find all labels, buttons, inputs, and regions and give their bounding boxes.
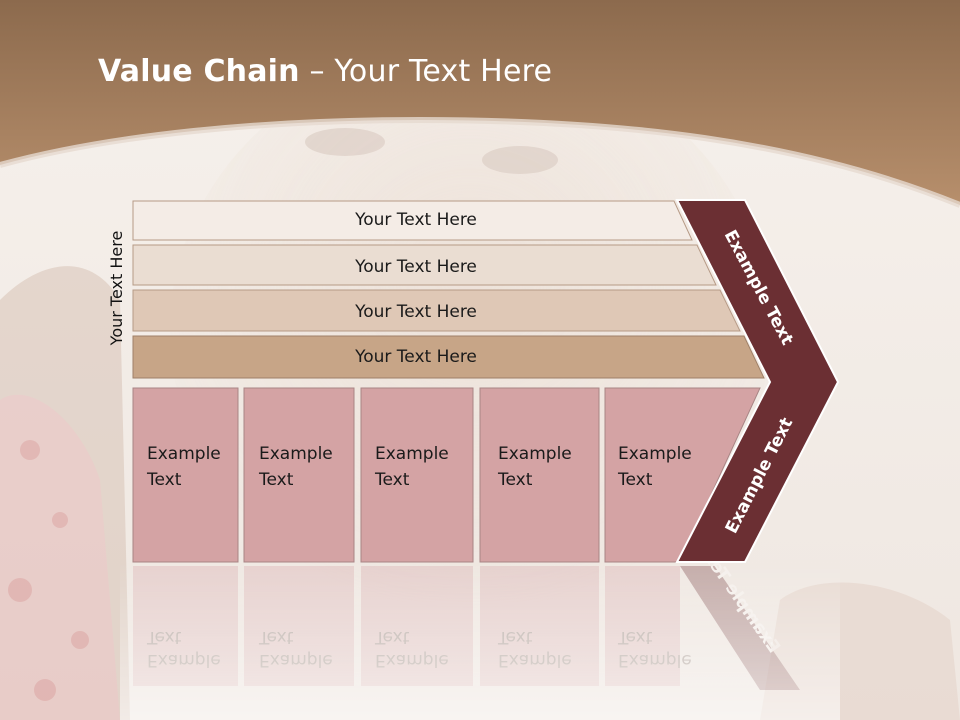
- reflection-fade: [120, 560, 840, 720]
- box-3: [360, 387, 474, 563]
- row-bar-2: [132, 244, 717, 286]
- chevron-arrow: [675, 199, 840, 563]
- box-5-line2: Text: [617, 470, 653, 490]
- row-bar-3: [132, 289, 741, 332]
- box-2-line1: Example: [259, 444, 333, 464]
- rows: Your Text Here Your Text Here Your Text …: [132, 200, 765, 379]
- page-title: Value Chain – Your Text Here: [98, 54, 552, 89]
- box-1-line2: Text: [146, 470, 182, 490]
- box-1-line1: Example: [147, 444, 221, 464]
- boxes: Example Text Example Text Example Text E…: [132, 387, 761, 563]
- box-2: [243, 387, 355, 563]
- side-label: Your Text Here: [107, 231, 126, 347]
- box-2-line2: Text: [258, 470, 294, 490]
- box-4-line1: Example: [498, 444, 572, 464]
- box-4-line2: Text: [497, 470, 533, 490]
- row-label-4: Your Text Here: [354, 347, 477, 367]
- row-label-3: Your Text Here: [354, 302, 477, 322]
- row-bar-1: [132, 200, 693, 241]
- title-bold: Value Chain: [98, 54, 300, 89]
- box-1: [132, 387, 239, 563]
- header-band: [0, 0, 960, 205]
- row-label-1: Your Text Here: [354, 210, 477, 230]
- box-3-line1: Example: [375, 444, 449, 464]
- box-3-line2: Text: [374, 470, 410, 490]
- title-rest: – Your Text Here: [299, 54, 553, 89]
- box-5-line1: Example: [618, 444, 692, 464]
- header-curve: [0, 116, 960, 208]
- row-bar-4: [132, 335, 765, 379]
- box-4: [479, 387, 600, 563]
- row-label-2: Your Text Here: [354, 257, 477, 277]
